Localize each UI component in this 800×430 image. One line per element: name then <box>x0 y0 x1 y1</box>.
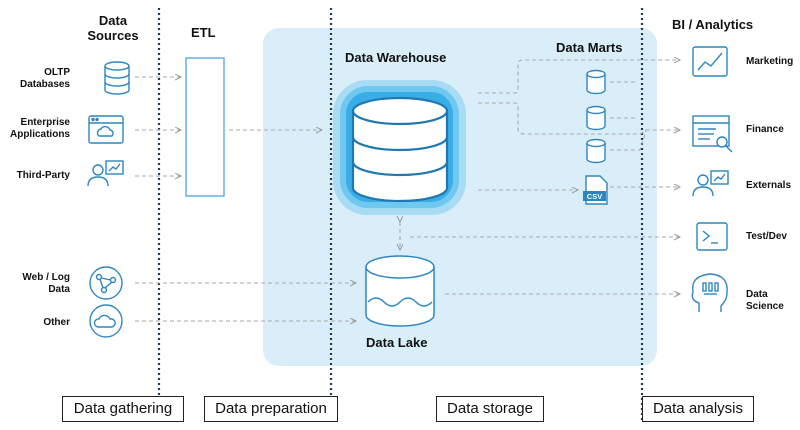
output-label-data-science: Data Science <box>746 289 784 312</box>
output-label-externals: Externals <box>746 180 792 191</box>
output-icon-externals <box>692 170 729 197</box>
csv-file-icon: CSV <box>583 175 608 205</box>
output-icon-data-science <box>691 273 728 312</box>
source-icon-enterprise <box>88 115 124 144</box>
output-icon-marketing <box>692 46 728 77</box>
header-data-sources: Data Sources <box>87 13 139 43</box>
source-icon-web-log <box>89 266 123 300</box>
data-lake-icon <box>365 255 435 327</box>
data-warehouse-icon <box>333 80 466 215</box>
output-label-test-dev: Test/Dev <box>746 231 787 242</box>
output-icon-test-dev <box>696 222 728 251</box>
phase-data-analysis: Data analysis <box>642 396 754 422</box>
output-label-finance: Finance <box>746 124 784 135</box>
source-icon-third-party <box>87 160 124 187</box>
source-icon-oltp <box>104 61 130 95</box>
header-data-marts: Data Marts <box>556 40 623 55</box>
header-bi-analytics: BI / Analytics <box>672 17 754 32</box>
header-data-warehouse: Data Warehouse <box>345 50 447 65</box>
source-label-web-log: Web / Log Data <box>22 272 70 295</box>
source-icon-other <box>89 304 123 338</box>
etl-box <box>185 57 225 197</box>
output-icon-finance <box>692 115 733 153</box>
header-etl: ETL <box>191 25 216 40</box>
phase-data-gathering: Data gathering <box>62 396 184 422</box>
data-mart-icons <box>586 69 606 164</box>
data-flow-lines <box>135 60 680 321</box>
source-label-other: Other <box>43 317 70 328</box>
phase-dividers <box>157 8 644 422</box>
phase-data-preparation: Data preparation <box>204 396 338 422</box>
source-label-enterprise: Enterprise Applications <box>9 117 70 140</box>
phase-data-storage: Data storage <box>436 396 544 422</box>
output-label-marketing: Marketing <box>746 56 794 67</box>
csv-badge-text: CSV <box>587 192 602 201</box>
source-label-third-party: Third-Party <box>16 170 70 181</box>
source-label-oltp: OLTP Databases <box>19 67 70 90</box>
header-data-lake: Data Lake <box>366 335 428 350</box>
